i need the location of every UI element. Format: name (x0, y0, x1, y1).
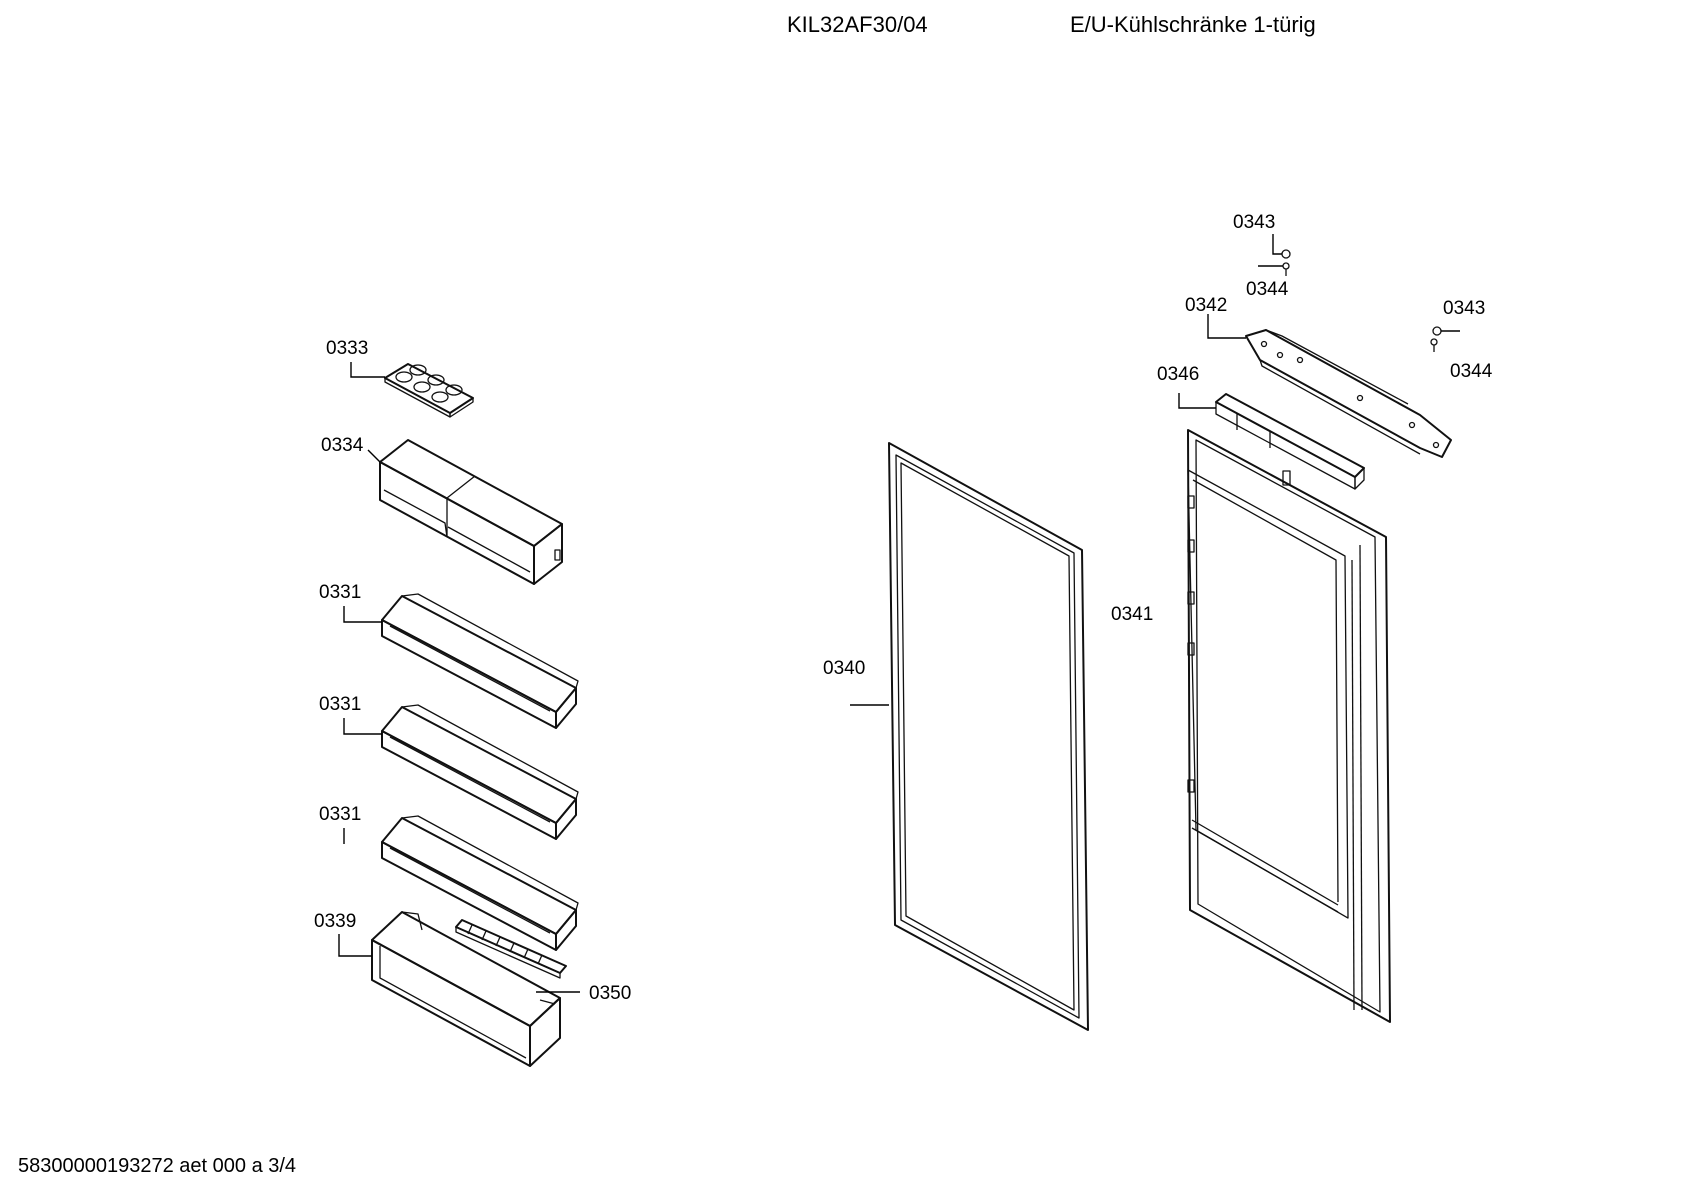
egg-tray[interactable] (384, 363, 474, 418)
label-0333: 0333 (326, 338, 368, 359)
leader-0342 (1207, 314, 1246, 339)
leader-0334 (367, 449, 381, 463)
screw-washer-upper[interactable] (1281, 249, 1291, 276)
model-number: KIL32AF30/04 (787, 12, 928, 37)
leader-0333 (350, 362, 385, 378)
door-trim-cover[interactable] (1215, 393, 1365, 490)
screw-washer-right[interactable] (1430, 326, 1442, 352)
label-0334: 0334 (321, 435, 364, 456)
label-0341: 0341 (1111, 604, 1153, 625)
leader-0343-upper (1272, 234, 1282, 255)
bottle-shelf[interactable] (371, 911, 561, 1067)
label-0340: 0340 (823, 658, 865, 679)
label-0339: 0339 (314, 911, 356, 932)
leader-0346 (1178, 393, 1216, 409)
label-0342: 0342 (1185, 295, 1227, 316)
door-shelf-top[interactable] (381, 593, 579, 729)
butter-compartment[interactable] (379, 439, 563, 585)
inner-door-panel[interactable] (1187, 429, 1391, 1023)
leader-0331-middle (343, 718, 382, 735)
label-0346: 0346 (1157, 364, 1199, 385)
label-0344-upper: 0344 (1246, 279, 1289, 300)
label-0331-top: 0331 (319, 582, 361, 603)
label-0331-bottom: 0331 (319, 804, 361, 825)
door-shelf-bottom[interactable] (381, 815, 579, 951)
label-0331-middle: 0331 (319, 694, 361, 715)
bottle-retainer[interactable] (455, 919, 567, 979)
leader-0339 (338, 934, 372, 957)
document-id: 58300000193272 aet 000 a 3/4 (18, 1155, 296, 1177)
label-0350: 0350 (589, 983, 631, 1004)
leader-0331-top (343, 606, 382, 623)
label-0343-right: 0343 (1443, 298, 1485, 319)
appliance-category: E/U-Kühlschränke 1-türig (1070, 12, 1316, 37)
label-0344-right: 0344 (1450, 361, 1493, 382)
door-gasket[interactable] (888, 442, 1089, 1031)
label-0343-upper: 0343 (1233, 212, 1275, 233)
hinge-bracket[interactable] (1245, 329, 1452, 458)
door-shelf-middle[interactable] (381, 704, 579, 840)
